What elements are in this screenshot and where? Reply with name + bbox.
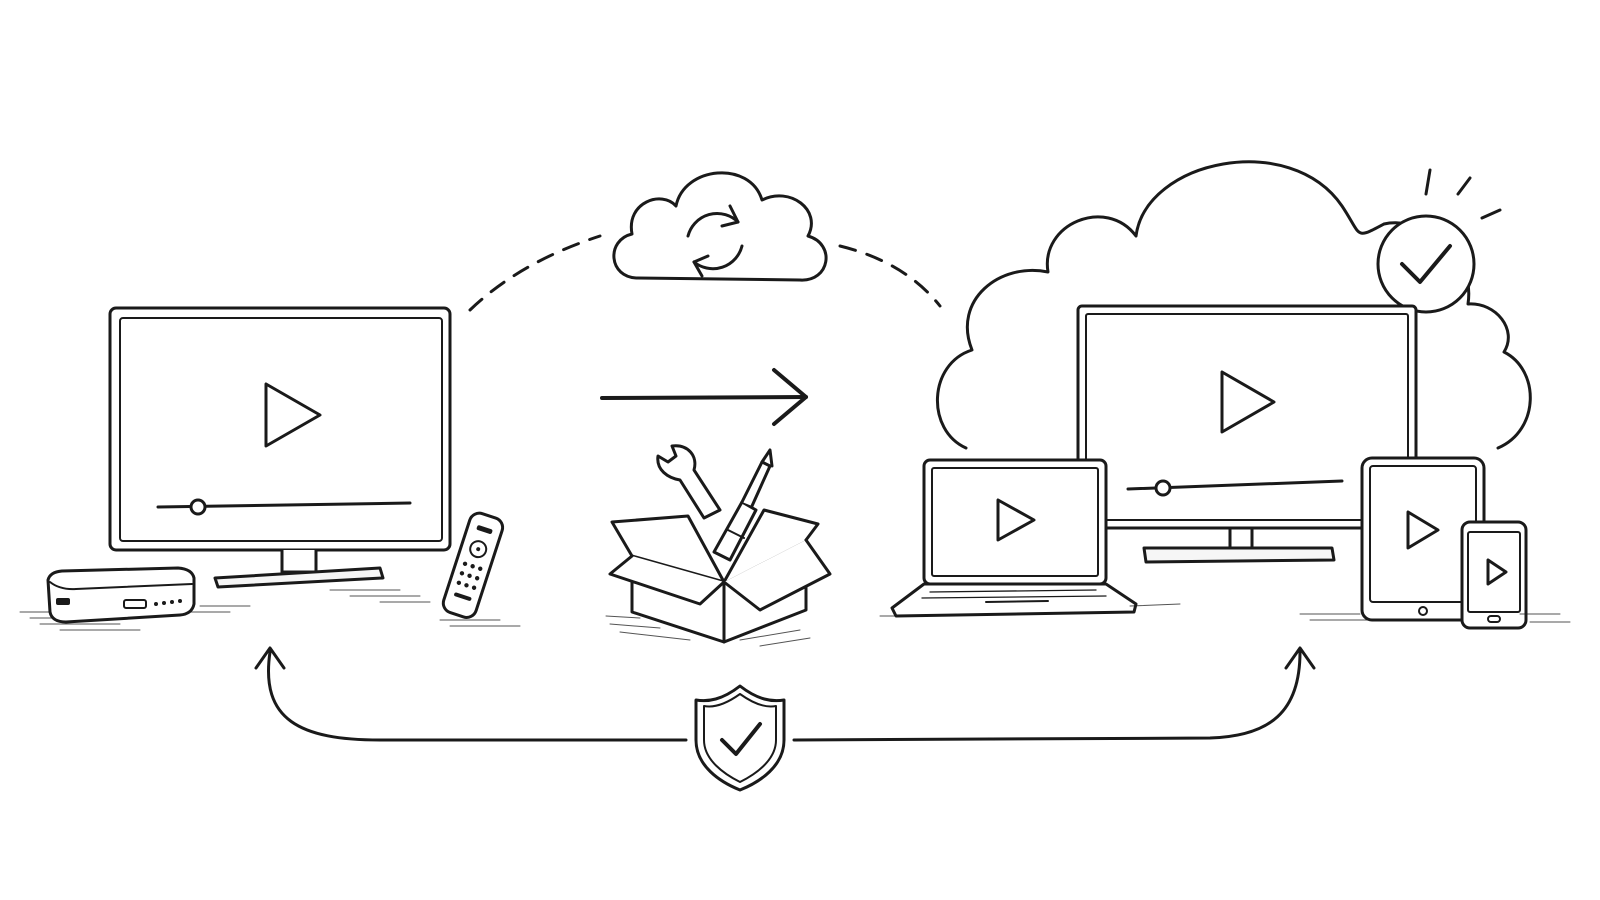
remote-control-icon: [441, 511, 505, 619]
phone-with-play-icon: [1460, 520, 1528, 630]
cloud-sync-icon: [612, 171, 828, 282]
streaming-box-icon: [46, 566, 196, 624]
tablet-with-play-icon: [1360, 456, 1486, 622]
sync-dashed-connectors: [468, 234, 942, 312]
checkmark-badge-icon: [1376, 168, 1502, 314]
right-arrow-icon: [600, 368, 808, 426]
legacy-ground-hatch: [19, 589, 521, 631]
wrench-icon: [656, 444, 722, 520]
open-box-with-tools-icon: [605, 444, 832, 647]
target-tv: [1076, 304, 1418, 564]
security-connector: [254, 646, 1316, 742]
screwdriver-icon: [712, 448, 774, 562]
shield-check-icon: [694, 684, 786, 792]
target-ground-hatch: [879, 603, 1571, 623]
tv-with-play-icon: [108, 306, 452, 589]
laptop-with-play-icon: [890, 458, 1138, 618]
legacy-setup: [19, 306, 521, 631]
